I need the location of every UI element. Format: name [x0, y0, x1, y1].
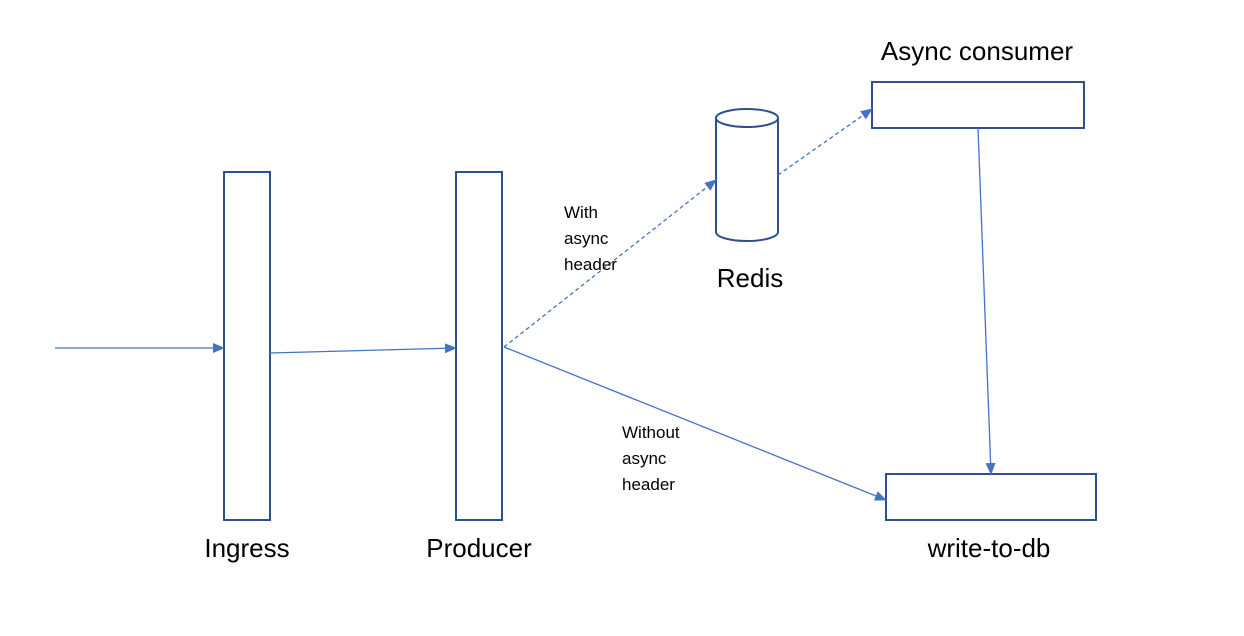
without-async-header-label: Without async header: [622, 423, 680, 494]
edge-ingress-to-producer: [269, 343, 457, 354]
redis-label: Redis: [717, 263, 783, 293]
write-to-db-label: write-to-db: [927, 533, 1051, 563]
with-async-header-line-3: header: [564, 255, 617, 274]
redis-node[interactable]: [715, 108, 779, 242]
redis-cylinder-body: [715, 118, 779, 242]
ingress-node[interactable]: [223, 171, 271, 521]
with-async-header-line-1: With: [564, 203, 598, 222]
without-async-header-line-3: header: [622, 475, 675, 494]
without-async-header-line-2: async: [622, 449, 667, 468]
ingress-label: Ingress: [204, 533, 289, 563]
async-consumer-node[interactable]: [871, 81, 1085, 129]
redis-cylinder-top: [715, 108, 779, 128]
with-async-header-line-2: async: [564, 229, 609, 248]
with-async-header-label: With async header: [564, 203, 617, 274]
edge-async-consumer-to-write-to-db: [977, 127, 996, 475]
edge-producer-to-write-to-db: [503, 346, 887, 501]
edge-redis-to-async-consumer: [777, 108, 873, 176]
write-to-db-node[interactable]: [885, 473, 1097, 521]
without-async-header-line-1: Without: [622, 423, 680, 442]
producer-node[interactable]: [455, 171, 503, 521]
edge-producer-to-redis: [503, 179, 717, 348]
async-consumer-label: Async consumer: [881, 36, 1074, 66]
producer-label: Producer: [426, 533, 532, 563]
